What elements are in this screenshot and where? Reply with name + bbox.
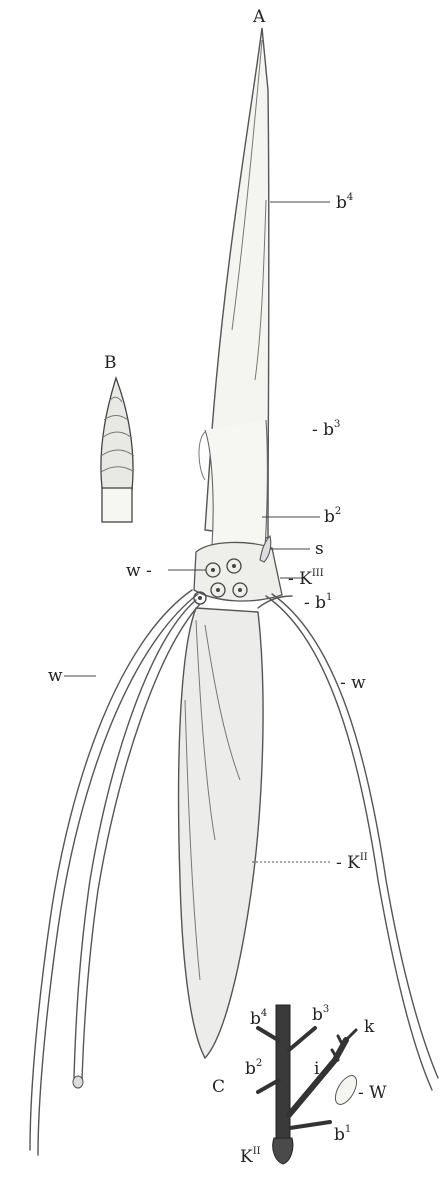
- label-b4: b4: [336, 192, 353, 213]
- panel-label-c: C: [212, 1077, 225, 1097]
- label-w-mid: w: [48, 666, 63, 686]
- panel-label-b: B: [104, 353, 117, 373]
- inset-label-b2: b2: [245, 1058, 262, 1079]
- inset-label-w: - W: [358, 1083, 387, 1103]
- label-w-right: - w: [340, 673, 366, 693]
- label-b2: b2: [324, 506, 341, 527]
- inset-label-k2: KII: [240, 1146, 261, 1167]
- label-w-left: w -: [126, 561, 152, 581]
- inset-label-b3: b3: [312, 1004, 329, 1025]
- label-b3: - b3: [312, 419, 340, 440]
- inset-label-k: k: [364, 1017, 375, 1037]
- panel-b-bud: [101, 378, 134, 522]
- label-k2: - KII: [336, 852, 368, 873]
- inset-label-i: i: [314, 1059, 320, 1079]
- label-s: s: [315, 539, 324, 559]
- panel-label-a: A: [252, 7, 266, 27]
- leaf-sheath-b2: [205, 420, 267, 548]
- tuber-k2: [179, 608, 263, 1058]
- label-k3: - KIII: [288, 568, 324, 589]
- inset-label-b1: b1: [334, 1124, 351, 1145]
- inset-label-b4: b4: [250, 1008, 267, 1029]
- label-b1: - b1: [304, 592, 332, 613]
- panel-c-shoot: [258, 1005, 361, 1164]
